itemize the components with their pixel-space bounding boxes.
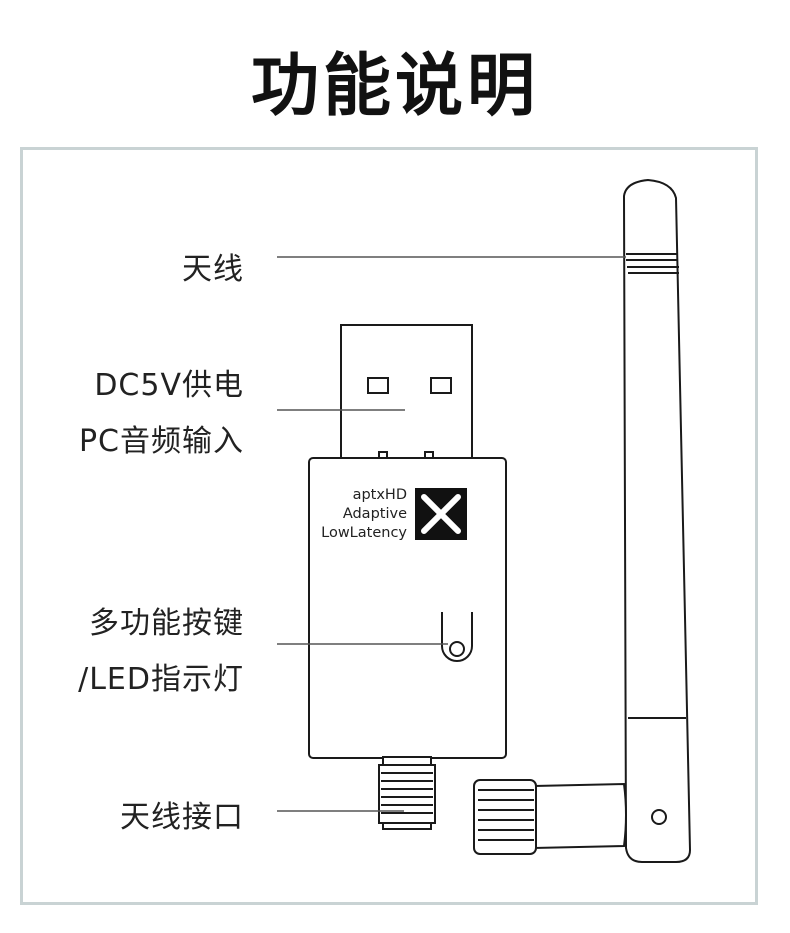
page-title: 功能说明	[250, 47, 539, 126]
antenna-icon	[622, 178, 692, 863]
antenna-connector-icon	[378, 756, 436, 830]
label-multifunction-button: 多功能按键	[89, 606, 244, 641]
label-led-indicator: /LED指示灯	[78, 662, 244, 697]
aptx-x-logo-icon	[415, 488, 467, 540]
brand-line-lowlatency: LowLatency	[321, 525, 407, 541]
usb-plug-icon	[340, 324, 473, 461]
leader-lines	[277, 256, 626, 812]
diagram-frame	[20, 147, 758, 905]
multifunction-button-icon	[441, 612, 473, 662]
dongle-body	[308, 457, 507, 759]
label-antenna: 天线	[182, 252, 244, 287]
brand-line-adaptive: Adaptive	[343, 506, 407, 522]
antenna-swivel-icon	[473, 779, 627, 855]
label-power: DC5V供电	[94, 368, 244, 403]
label-antenna-connector: 天线接口	[120, 800, 244, 835]
brand-line-aptxhd: aptxHD	[353, 487, 407, 503]
label-audio-input: PC音频输入	[78, 424, 244, 459]
